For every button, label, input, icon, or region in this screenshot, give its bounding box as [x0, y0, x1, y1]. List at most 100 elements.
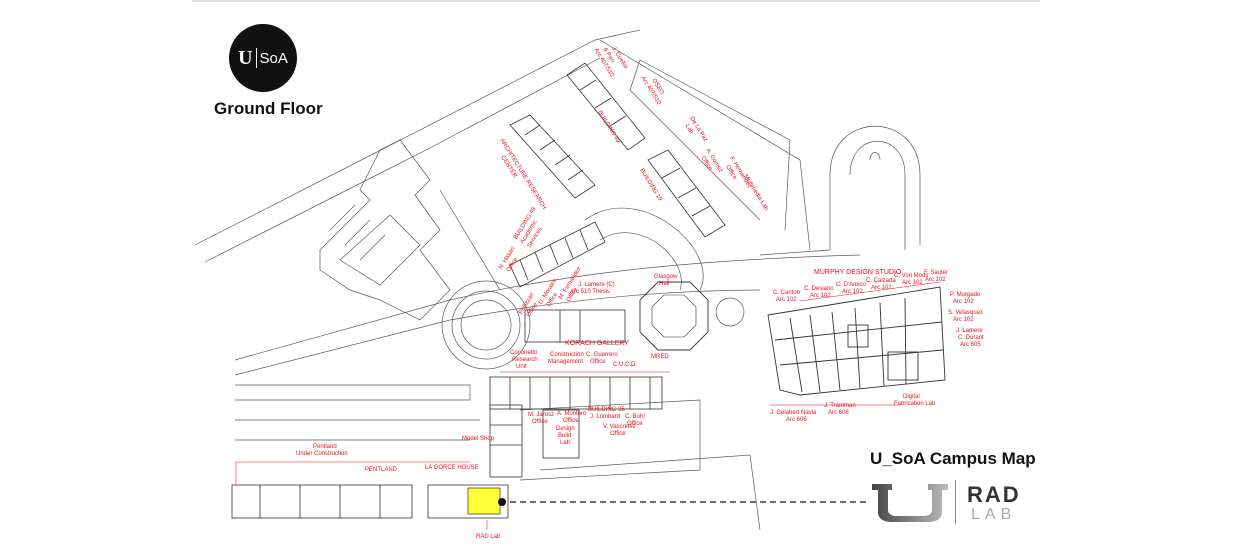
label-damico1: C. D'Amico — [836, 282, 866, 288]
label-construction2: Management — [548, 359, 583, 365]
label-digital-fab2: Fabrication Lab — [894, 401, 936, 407]
label-coconetto1: Coconetto — [510, 350, 538, 356]
architecture-research-center-plan — [509, 114, 596, 199]
label-vasconez1: V. Vasconez — [603, 424, 636, 430]
label-arc-research1: ARCHITECTURE RESEARCH — [498, 138, 547, 211]
roundabout-outer — [451, 290, 521, 360]
parking-edge-c — [629, 59, 761, 221]
brand-rad: RAD — [967, 482, 1021, 507]
label-lamere1: J. Lamere — [956, 328, 983, 334]
label-coconetto3: Unit — [516, 364, 527, 370]
roundabout-inner — [460, 299, 512, 351]
brand-lab: LAB — [971, 506, 1017, 523]
label-guerrero1: C. Guerrero — [586, 352, 618, 358]
korach-gallery-plan — [524, 309, 626, 343]
label-jarosz1: M. Jarosz — [528, 412, 554, 418]
glasgow-hall-inner — [651, 294, 697, 338]
label-lombard: J. Lombard — [590, 414, 620, 420]
logo-separator — [255, 48, 257, 68]
label-gelabert2: Arc 606 — [786, 417, 807, 423]
label-velasquez1: S. Velasquez — [948, 310, 983, 316]
label-velasquez2: Arc 102 — [953, 317, 974, 323]
label-glasgow2: Hall — [659, 281, 669, 287]
site-linework — [194, 29, 921, 531]
label-murgado2: Arc 102 — [953, 299, 974, 305]
label-delapaz2: Lab — [684, 124, 695, 136]
label-building19: BUILDING 19 — [638, 168, 663, 203]
road-main-south-edge — [234, 289, 761, 376]
building-35-plan — [489, 376, 663, 478]
road-main-north-edge — [234, 254, 861, 361]
label-leaders — [235, 281, 941, 530]
label-building49: BUILDING 49 — [596, 110, 621, 145]
label-pentland-uc1: Pentland — [313, 444, 337, 450]
culdesac-road — [759, 175, 831, 256]
label-desiano2: Arc 102 — [810, 293, 831, 299]
culdesac-inner — [849, 141, 906, 250]
floor-title: Ground Floor — [214, 99, 323, 118]
campus-map-title: U_SoA Campus Map — [870, 449, 1036, 468]
label-vonmoos1: C. Von Moos — [894, 273, 928, 279]
label-pentland: PENTLAND — [365, 467, 398, 473]
murphy-design-studio-plan — [767, 286, 946, 396]
label-sauter1: F. Sauter — [924, 270, 948, 276]
culdesac-outer — [829, 126, 921, 245]
label-gelabert1: J. Gelabert Navia — [770, 410, 817, 416]
label-trautman2: Arc 608 — [828, 410, 849, 416]
walkway-line — [439, 189, 501, 291]
culdesac-center — [869, 152, 881, 161]
rad-lab-marker — [498, 498, 506, 506]
label-cucd: C.U.C.D. — [613, 362, 637, 368]
label-korach: KORACH GALLERY — [565, 340, 629, 347]
label-design-build1: Design — [556, 426, 575, 432]
label-pentland-uc2: Under Construction — [296, 451, 348, 457]
label-damico2: Arc 102 — [842, 289, 863, 295]
west-building-inner — [339, 214, 421, 286]
label-canton1: C. Canton — [773, 290, 800, 296]
label-murphy: MURPHY DESIGN STUDIO — [814, 269, 902, 276]
label-montero2: Office — [563, 418, 579, 424]
label-design-build3: Lab — [560, 440, 571, 446]
west-building-outline — [319, 139, 451, 321]
label-murgado1: P. Murgado — [950, 292, 981, 298]
label-construction1: Construction — [550, 352, 584, 358]
logo-initial: U — [238, 46, 253, 69]
road-edge-north-inner — [204, 57, 601, 263]
label-vasconez2: Office — [610, 431, 626, 437]
lower-road-a — [235, 384, 471, 401]
label-mred: MRED — [651, 354, 669, 360]
label-building35: BUILDING 35 — [588, 407, 625, 413]
label-vonmoos2: Arc 102 — [902, 280, 923, 286]
rad-lab-brand: RAD LAB — [870, 478, 1040, 528]
building-48-plan — [509, 221, 606, 288]
label-lamere-c2: Arc 510 Thesis — [570, 289, 610, 295]
label-desiano1: C. Desiano — [804, 286, 834, 292]
label-coconetto2: Research — [512, 357, 538, 363]
label-canton2: Arc 102 — [776, 297, 797, 303]
brand-divider — [955, 480, 956, 524]
road-edge-north — [194, 29, 641, 246]
label-lamere-c1: J. Lamere (C) — [578, 282, 615, 288]
label-jarosz2: Office — [532, 419, 548, 425]
label-model-shop: Model Shop — [462, 436, 495, 442]
label-rad-lab: RAD Lab — [476, 534, 501, 540]
usoa-logo: U SoA — [229, 24, 297, 92]
lower-path-east — [539, 454, 761, 531]
label-montero1: A. Montero — [557, 411, 587, 417]
small-roundabout — [715, 297, 745, 327]
landscape-curve-a — [584, 207, 704, 291]
label-glasgow1: Glasgow — [654, 274, 678, 280]
building-49-plan — [566, 62, 646, 151]
label-sauter2: Arc 102 — [925, 277, 946, 283]
label-lamere2: C. Durant — [958, 335, 984, 341]
parking-edge-b — [639, 59, 791, 231]
label-calzada2: Arc 102 — [871, 285, 892, 291]
label-trautman1: J. Trautman — [824, 403, 856, 409]
rad-lab-highlight — [467, 487, 501, 515]
west-building-hatch — [329, 204, 386, 261]
parking-edge-a — [599, 39, 811, 251]
brand-u-mark-icon — [872, 484, 948, 522]
lower-road-b — [235, 419, 480, 441]
landscape-curve-b — [599, 232, 682, 291]
